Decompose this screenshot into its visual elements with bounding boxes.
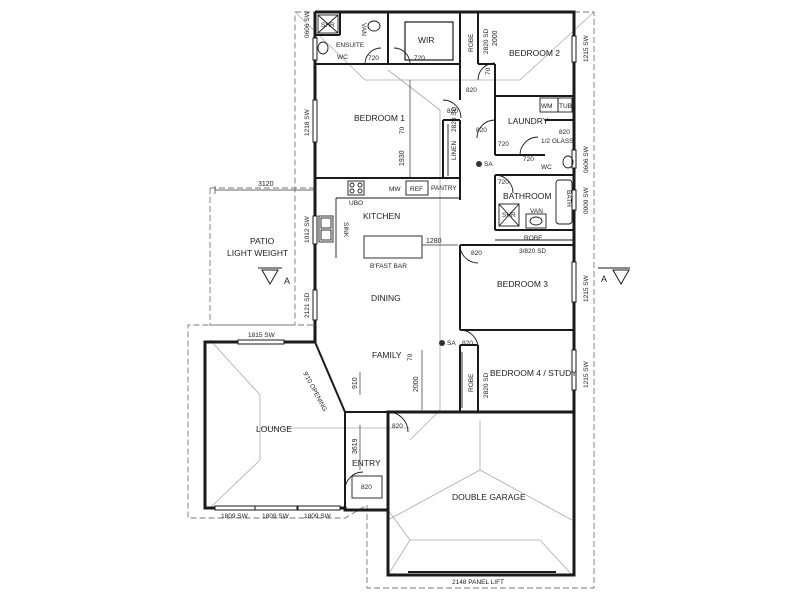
smoke-alarm-icon <box>439 340 445 346</box>
dim-720-wir: 720 <box>414 55 425 62</box>
room-bedroom-2: BEDROOM 2 <box>509 48 560 58</box>
dim-820-linen: 820 <box>476 127 487 134</box>
room-double-garage: DOUBLE GARAGE <box>452 492 526 502</box>
label-shr-ensuite: SHR <box>321 22 335 29</box>
room-wir: WIR <box>418 35 435 45</box>
label-wc-ensuite: WC <box>337 54 348 61</box>
dim-720-bath: 720 <box>498 179 509 186</box>
room-lounge: LOUNGE <box>256 424 292 434</box>
dim-1815-sw: 1815 SW <box>248 332 276 339</box>
dim-1930: 1930 <box>399 150 406 166</box>
room-pantry: PANTRY <box>431 185 457 192</box>
dim-820-bed3: 820 <box>471 250 482 257</box>
section-label-left: A <box>284 276 290 286</box>
dim-0606-sw-right: 0606 SW <box>583 145 590 173</box>
dim-2820-sd-bed4: 2820 SD <box>483 372 490 398</box>
label-ref: REF <box>410 186 423 193</box>
fixture-labels: SHR VAN WC ROBE WM TUB 1/2 GLASS LINEN W… <box>301 22 574 586</box>
dim-1809-sw-2: 1809 SW <box>262 513 290 520</box>
room-labels: ENSUITE WIR BEDROOM 2 BEDROOM 1 LAUNDRY … <box>227 35 577 502</box>
dim-0909-sw: 0909 SW <box>583 186 590 214</box>
label-tub: TUB <box>559 103 572 110</box>
label-wm: WM <box>541 103 553 110</box>
smoke-alarm-icon <box>476 161 482 167</box>
room-kitchen: KITCHEN <box>363 211 400 221</box>
dim-2820-sd-bed2: 2820 SD <box>483 28 490 54</box>
dim-910: 910 <box>352 377 359 389</box>
dim-0606-sw-left: 0606 SW <box>304 10 311 38</box>
room-bedroom-3: BEDROOM 3 <box>497 279 548 289</box>
dim-3619: 3619 <box>352 438 359 454</box>
label-robe-bath: ROBE <box>524 235 543 242</box>
label-wc-main: WC <box>541 164 552 171</box>
dim-70-bed2: 70 <box>485 67 492 75</box>
room-dining: DINING <box>371 293 401 303</box>
label-robe-bed2: ROBE <box>468 33 475 52</box>
internal-walls <box>314 12 574 510</box>
room-family: FAMILY <box>372 350 402 360</box>
room-patio-subtitle: LIGHT WEIGHT <box>227 248 288 258</box>
fixtures <box>317 14 574 573</box>
room-bfast-bar: B'FAST BAR <box>370 263 407 270</box>
label-linen: LINEN <box>451 141 458 160</box>
dim-820-entry: 820 <box>361 484 372 491</box>
room-entry: ENTRY <box>352 458 381 468</box>
dim-1218-sw: 1218 SW <box>304 108 311 136</box>
dim-2820-sd-linen: 2820 SD <box>451 106 458 132</box>
label-van-ensuite: VAN <box>360 23 367 36</box>
label-sa-1: SA <box>484 161 493 168</box>
dim-2000-bed2: 2000 <box>492 30 499 46</box>
section-marker-right: A <box>598 267 630 286</box>
label-mw: MW <box>389 186 401 193</box>
label-sa-2: SA <box>447 340 456 347</box>
room-patio: PATIO <box>250 236 275 246</box>
dim-1280: 1280 <box>426 238 442 245</box>
room-laundry: LAUNDRY <box>508 116 549 126</box>
room-bedroom-1: BEDROOM 1 <box>354 113 405 123</box>
label-shr-bath: SHR <box>502 212 516 219</box>
room-bedroom-4: BEDROOM 4 / STUDY <box>490 368 577 378</box>
room-ensuite: ENSUITE <box>336 42 365 49</box>
section-marker-left: A <box>258 267 290 286</box>
dim-1215-sw-bed2: 1215 SW <box>583 34 590 62</box>
label-sink: SINK <box>342 222 349 238</box>
label-robe-bed4: ROBE <box>468 373 475 392</box>
dim-720-ensuite: 720 <box>368 55 379 62</box>
label-van-bath: VAN <box>530 208 543 215</box>
dimension-lines <box>214 80 458 470</box>
dim-1809-sw-1: 1809 SW <box>221 513 249 520</box>
dim-1809-sw-3: 1809 SW <box>304 513 332 520</box>
dim-1215-sw-bed4: 1215 SW <box>583 360 590 388</box>
door-swings <box>344 47 539 491</box>
dim-3-820-sd: 3/820 SD <box>519 248 546 255</box>
dim-1012-sw: 1012 SW <box>304 215 311 243</box>
label-bath: BATH <box>565 190 572 207</box>
dim-1215-sw-bed3: 1215 SW <box>583 274 590 302</box>
dim-820-laundry: 820 <box>559 129 570 136</box>
dim-2121-sd: 2121 SD <box>304 292 311 318</box>
dim-70-bed1: 70 <box>399 126 406 134</box>
dim-820-entry-top: 820 <box>392 423 403 430</box>
label-ubo: UBO <box>349 200 363 207</box>
dim-820-family: 820 <box>462 340 473 347</box>
dim-820-hall: 820 <box>466 87 477 94</box>
dim-720-laundry: 720 <box>523 156 534 163</box>
dimension-labels: 0606 SW 1218 SW 1012 SW 2121 SD 1215 SW … <box>221 10 590 520</box>
room-bathroom: BATHROOM <box>503 191 551 201</box>
windows <box>214 35 577 511</box>
dim-70-family: 70 <box>407 353 414 361</box>
roof-outline <box>187 11 595 589</box>
dim-2000-family: 2000 <box>413 376 420 392</box>
dim-3120: 3120 <box>258 181 274 188</box>
label-opening: 9'10 OPENING <box>301 371 328 413</box>
label-panel-lift: 2148 PANEL LIFT <box>452 579 504 586</box>
dim-720-linen: 720 <box>498 141 509 148</box>
dim-820-bed1: 820 <box>447 108 458 115</box>
label-half-glass: 1/2 GLASS <box>541 138 574 145</box>
roof-hip-lines <box>209 11 595 576</box>
section-label-right: A <box>601 274 607 284</box>
